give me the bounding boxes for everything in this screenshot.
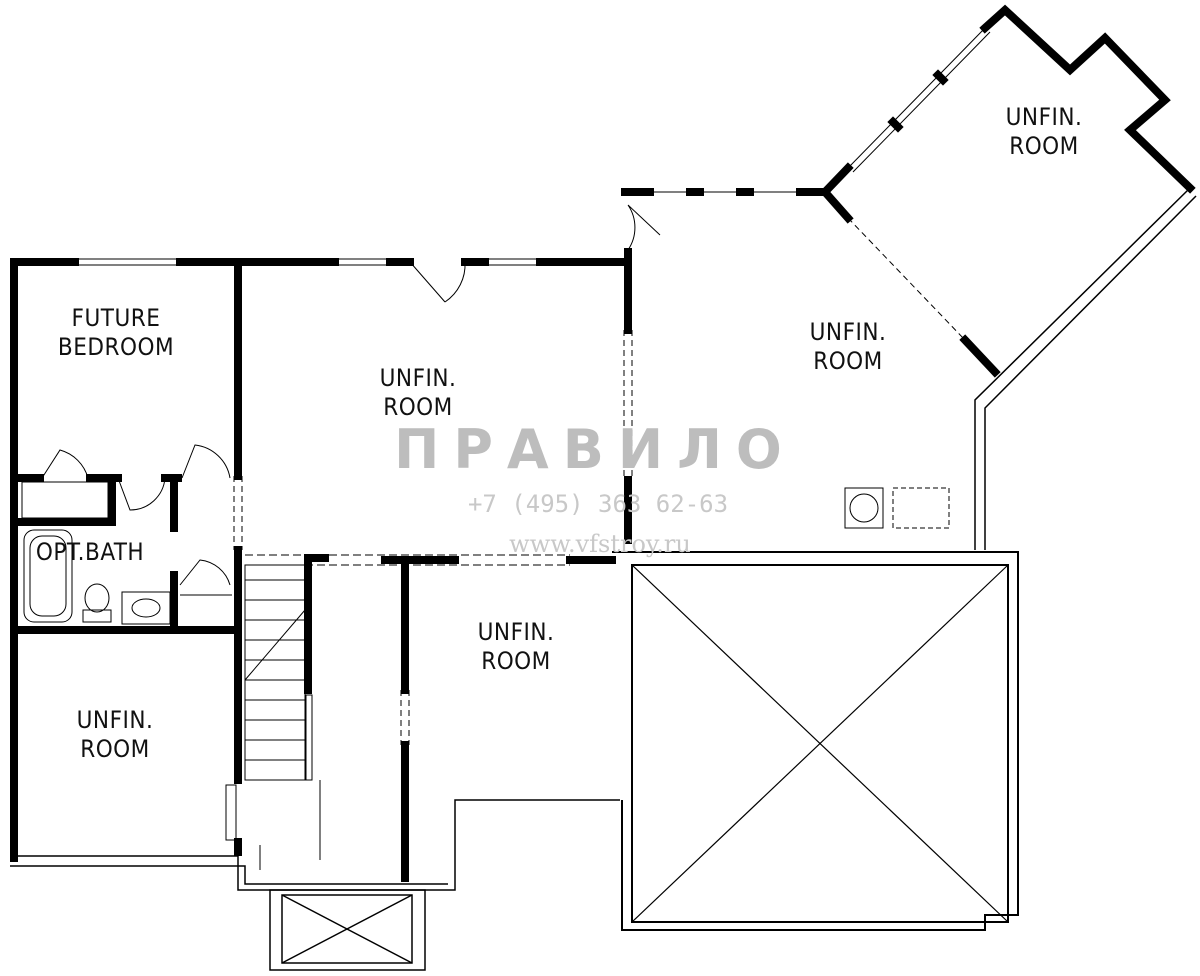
stairs xyxy=(244,564,321,870)
watermark-logo-text: ПРАВИЛО xyxy=(394,418,796,481)
room-label-unfin-top-right: UNFIN. ROOM xyxy=(1005,103,1083,160)
windows-and-openings xyxy=(41,27,991,841)
room-label-unfin-lower-center: UNFIN. ROOM xyxy=(477,618,555,675)
watermark-phone: +7 (495) 363 62-63 xyxy=(467,490,729,518)
room-label-unfin-right: UNFIN. ROOM xyxy=(809,318,887,375)
watermark-logo: ПРАВИЛО xyxy=(394,418,796,481)
room-label-unfin-lower-left: UNFIN. ROOM xyxy=(76,706,154,763)
room-label-future-bedroom: FUTURE BEDROOM xyxy=(57,304,175,361)
garage xyxy=(612,551,1019,931)
foundation-outline xyxy=(10,187,1197,971)
walls xyxy=(10,4,1196,882)
room-label-opt-bath: OPT.BATH xyxy=(35,538,145,566)
room-label-unfin-center: UNFIN. ROOM xyxy=(379,364,457,421)
fixtures xyxy=(21,481,950,625)
watermark-url: www.vfstroy.ru xyxy=(509,530,691,558)
